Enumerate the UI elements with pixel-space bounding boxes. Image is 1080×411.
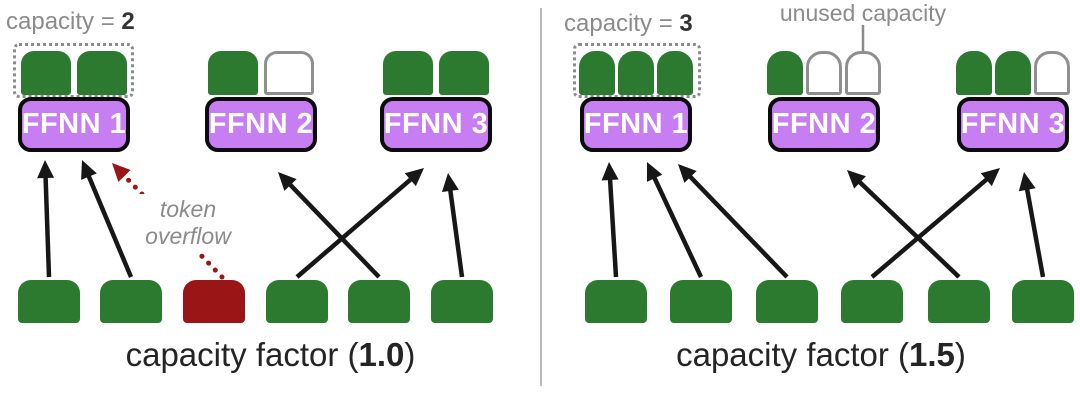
- route-arrow-token2-to-expert1: [650, 171, 704, 278]
- expert-label: FFNN 3: [960, 108, 1066, 140]
- route-arrowhead: [678, 164, 697, 183]
- capacity-slot-filled: [21, 51, 71, 95]
- token-overflow: [183, 280, 245, 323]
- route-arrow-token6-to-expert3: [447, 184, 465, 278]
- expert-box-1: FFNN 1: [580, 97, 692, 152]
- capacity-label-text: capacity =: [6, 8, 122, 35]
- capacity-dotted-box: [573, 43, 701, 98]
- expert-label: FFNN 2: [208, 108, 314, 140]
- unused-capacity-label: unused capacity: [779, 0, 947, 26]
- route-arrow-token5-to-expert2: [854, 176, 961, 279]
- caption-text: capacity factor (: [125, 336, 359, 373]
- route-arrow-token2-to-expert1: [84, 170, 134, 278]
- capacity-slot-filled: [383, 51, 433, 95]
- expert-box-1: FFNN 1: [18, 97, 130, 152]
- route-arrowhead: [37, 160, 55, 179]
- caption-value: 1.5: [909, 336, 955, 373]
- capacity-label: capacity = 2: [6, 8, 135, 36]
- capacity-slot-filled: [439, 51, 489, 95]
- capacity-value: 2: [121, 8, 135, 35]
- route-arrowhead: [404, 168, 424, 187]
- route-arrowhead: [81, 160, 97, 180]
- token: [756, 280, 818, 323]
- token: [670, 280, 732, 323]
- capacity-label: capacity = 3: [564, 10, 693, 38]
- capacity-label-text: capacity =: [564, 10, 680, 37]
- capacity-slot-filled: [77, 51, 127, 95]
- route-arrow-token4-to-expert3: [295, 174, 417, 279]
- panel-caption: capacity factor (1.0): [0, 336, 541, 374]
- caption-text: capacity factor (: [676, 336, 910, 373]
- token: [348, 280, 410, 323]
- expert-box-2: FFNN 2: [768, 97, 880, 152]
- token-overflow-line1: token: [159, 196, 217, 222]
- route-arrow-token1-to-expert1: [607, 173, 619, 278]
- panel-divider: [540, 8, 542, 386]
- token: [841, 280, 903, 323]
- route-arrowhead: [1018, 172, 1036, 192]
- capacity-slot-empty: [1034, 51, 1070, 95]
- capacity-slot-filled: [956, 51, 992, 95]
- token: [266, 280, 328, 323]
- capacity-slot-filled: [995, 51, 1031, 95]
- capacity-slot-filled: [657, 51, 693, 95]
- capacity-dotted-box: [13, 43, 134, 98]
- route-arrow-token1-to-expert1: [43, 171, 52, 278]
- route-arrowhead: [847, 170, 866, 189]
- expert-box-3: FFNN 3: [380, 97, 492, 152]
- capacity-slot-empty: [264, 51, 314, 95]
- token: [928, 280, 990, 323]
- route-arrowhead: [278, 172, 297, 191]
- caption-value: 1.0: [358, 336, 405, 373]
- route-arrowhead-overflow: [112, 163, 131, 182]
- token: [431, 280, 493, 323]
- panel-caption: capacity factor (1.5): [562, 336, 1080, 374]
- token: [18, 280, 80, 323]
- caption-suffix: ): [954, 336, 966, 373]
- token-overflow-line2: overflow: [145, 223, 231, 249]
- capacity-slot-filled: [579, 51, 615, 95]
- route-arrow-token5-to-expert2: [284, 179, 381, 279]
- panel-capacity-factor-1.5: capacity = 3 unused capacity capacity fa…: [562, 0, 1080, 411]
- expert-label: FFNN 3: [383, 108, 489, 140]
- token: [100, 280, 162, 323]
- expert-label: FFNN 2: [771, 108, 877, 140]
- capacity-slot-empty: [845, 51, 881, 95]
- expert-label: FFNN 1: [21, 108, 127, 140]
- capacity-slot-filled: [618, 51, 654, 95]
- route-arrowhead: [646, 162, 663, 182]
- route-arrow-token4-to-expert3: [870, 174, 993, 279]
- capacity-slot-filled: [767, 51, 803, 95]
- expert-box-2: FFNN 2: [205, 97, 317, 152]
- expert-box-3: FFNN 3: [957, 97, 1069, 152]
- caption-suffix: ): [404, 336, 416, 373]
- capacity-value: 3: [679, 10, 693, 37]
- route-arrow-token3-to-expert1: [684, 171, 789, 279]
- token: [585, 280, 647, 323]
- route-arrowhead: [601, 162, 619, 181]
- expert-label: FFNN 1: [583, 108, 689, 140]
- capacity-slot-filled: [208, 51, 258, 95]
- token: [1012, 280, 1074, 323]
- route-arrowhead: [441, 173, 459, 192]
- route-arrow-token6-to-expert3: [1023, 183, 1046, 278]
- route-arrowhead: [980, 168, 1000, 187]
- capacity-slot-empty: [806, 51, 842, 95]
